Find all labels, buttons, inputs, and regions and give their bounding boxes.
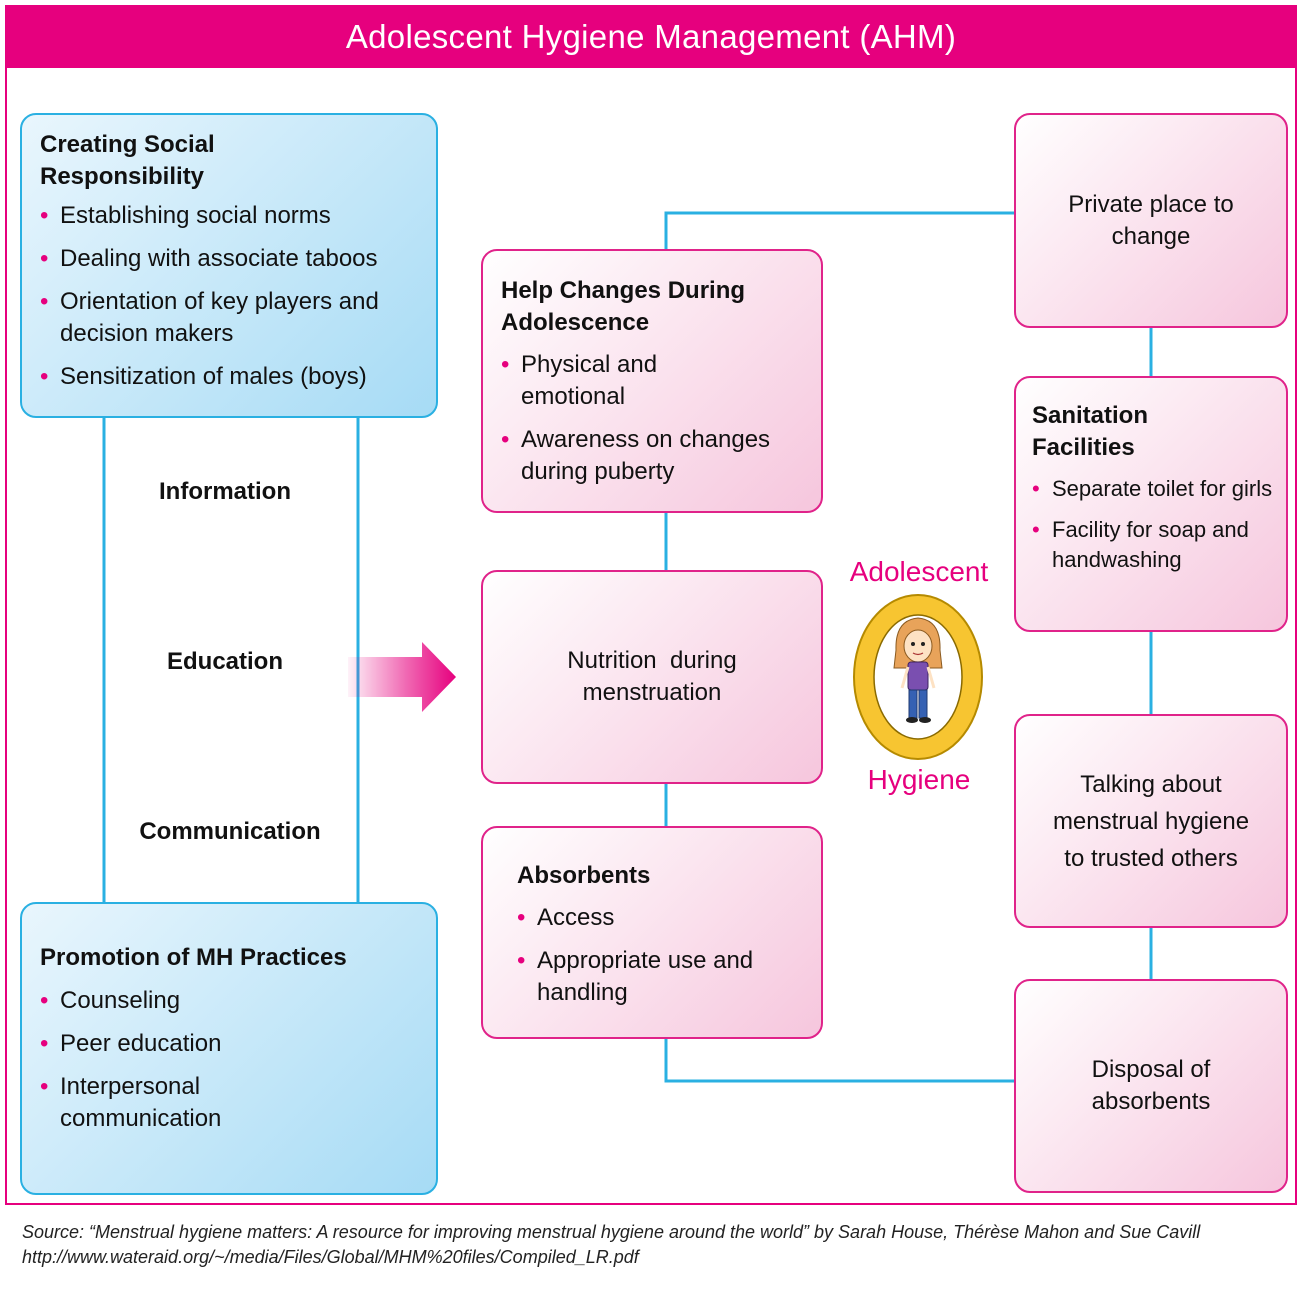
talking-box: Talking about menstrual hygiene to trust… bbox=[1014, 714, 1288, 928]
list-item: Peer education bbox=[40, 1028, 418, 1060]
sanitation-box: Sanitation Facilities Separate toilet fo… bbox=[1014, 376, 1288, 632]
social-responsibility-list: Establishing social norms Dealing with a… bbox=[40, 200, 418, 393]
list-item: Appropriate use and handling bbox=[517, 945, 807, 1009]
list-item: Facility for soap and handwashing bbox=[1032, 515, 1272, 575]
girl-figure-icon bbox=[853, 594, 983, 760]
disposal-text: Disposal of absorbents bbox=[1091, 1056, 1211, 1115]
diagram-title: Adolescent Hygiene Management (AHM) bbox=[5, 5, 1297, 68]
list-item: Counseling bbox=[40, 985, 418, 1017]
label-communication: Communication bbox=[139, 818, 321, 845]
adolescent-label: Adolescent bbox=[849, 556, 989, 587]
help-changes-box: Help Changes During Adolescence Physical… bbox=[481, 249, 823, 513]
nutrition-box: Nutrition during menstruation bbox=[481, 570, 823, 784]
list-item: Orientation of key players and decision … bbox=[40, 286, 418, 350]
list-item: Awareness on changes during puberty bbox=[501, 424, 809, 488]
absorbents-list: Access Appropriate use and handling bbox=[517, 902, 809, 1009]
social-responsibility-box: Creating Social Responsibility Establish… bbox=[20, 113, 438, 418]
absorbents-heading: Absorbents bbox=[517, 862, 651, 889]
list-item: Sensitization of males (boys) bbox=[40, 361, 418, 393]
nutrition-text: Nutrition during menstruation bbox=[567, 647, 744, 706]
promotion-heading: Promotion of MH Practices bbox=[40, 944, 347, 971]
bottom-loop-connector bbox=[664, 1038, 1017, 1083]
list-item: Establishing social norms bbox=[40, 200, 418, 232]
social-responsibility-heading: Creating Social Responsibility bbox=[40, 131, 215, 190]
private-place-text: Private place to change bbox=[1068, 190, 1234, 250]
list-item: Access bbox=[517, 902, 809, 934]
disposal-box: Disposal of absorbents bbox=[1014, 979, 1288, 1193]
source-url: http://www.wateraid.org/~/media/Files/Gl… bbox=[22, 1247, 639, 1267]
top-loop-connector bbox=[664, 211, 1017, 250]
talking-text: Talking about menstrual hygiene to trust… bbox=[1052, 770, 1250, 872]
source-line-1: Source: “Menstrual hygiene matters: A re… bbox=[22, 1222, 1201, 1242]
list-item: Separate toilet for girls bbox=[1032, 474, 1276, 504]
private-place-box: Private place to change bbox=[1014, 113, 1288, 328]
list-item: Dealing with associate taboos bbox=[40, 243, 418, 275]
sanitation-list: Separate toilet for girls Facility for s… bbox=[1032, 474, 1276, 575]
source-citation: Source: “Menstrual hygiene matters: A re… bbox=[22, 1220, 1282, 1270]
absorbents-box: Absorbents Access Appropriate use and ha… bbox=[481, 826, 823, 1039]
list-item: Physical and emotional bbox=[501, 349, 691, 413]
promotion-list: Counseling Peer education Interpersonal … bbox=[40, 985, 418, 1135]
arrow-icon bbox=[348, 642, 456, 712]
help-changes-list: Physical and emotional Awareness on chan… bbox=[501, 349, 809, 488]
list-item: Interpersonal communication bbox=[40, 1071, 260, 1135]
sanitation-heading: Sanitation Facilities bbox=[1032, 402, 1149, 461]
label-information: Information bbox=[159, 478, 291, 505]
label-education: Education bbox=[166, 648, 283, 675]
promotion-box: Promotion of MH Practices Counseling Pee… bbox=[20, 902, 438, 1195]
help-changes-heading: Help Changes During Adolescence bbox=[501, 277, 746, 336]
hygiene-label: Hygiene bbox=[867, 764, 971, 795]
